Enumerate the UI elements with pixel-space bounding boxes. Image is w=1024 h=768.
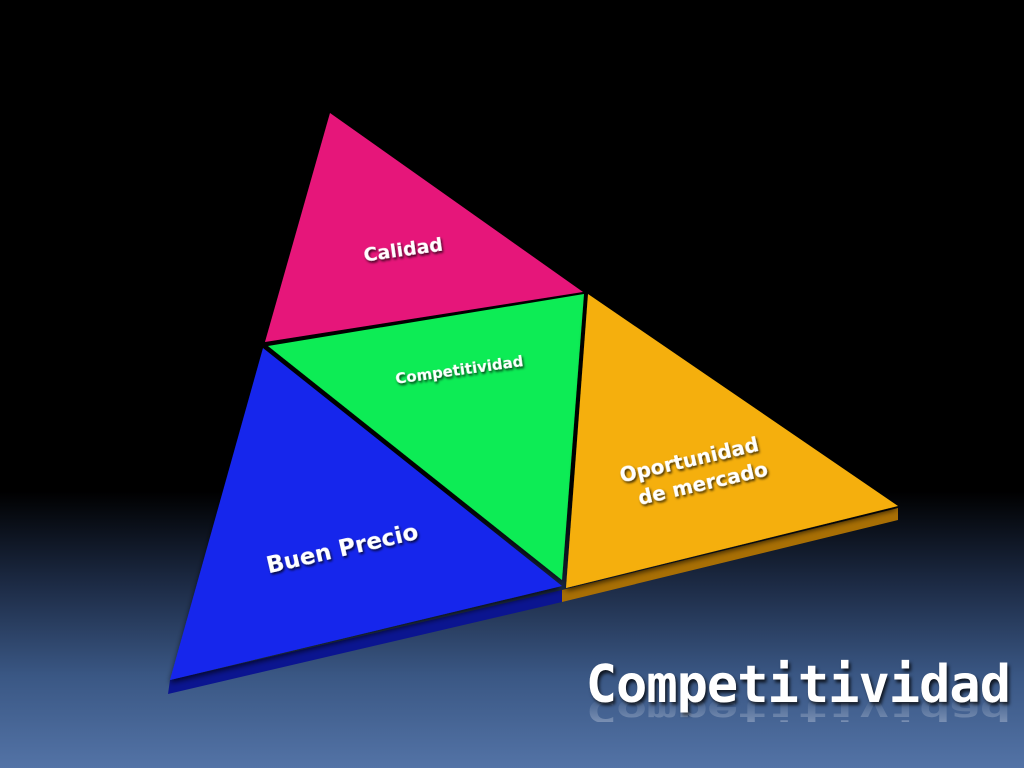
slide-title-reflection: Competitividad xyxy=(585,692,1010,728)
segment-left-shape xyxy=(170,348,562,680)
pyramid-left-edge xyxy=(168,590,562,694)
segment-right-shape xyxy=(566,294,898,588)
pyramid-right-edge xyxy=(562,508,898,602)
segment-center xyxy=(268,294,584,580)
slide-title-block: Competitividad Competitividad xyxy=(585,654,1011,762)
segment-center-shape xyxy=(268,294,584,580)
segment-right xyxy=(566,294,898,588)
segment-left xyxy=(170,348,562,680)
segment-top-shape xyxy=(265,113,583,342)
slide-title: Competitividad xyxy=(585,655,1011,715)
